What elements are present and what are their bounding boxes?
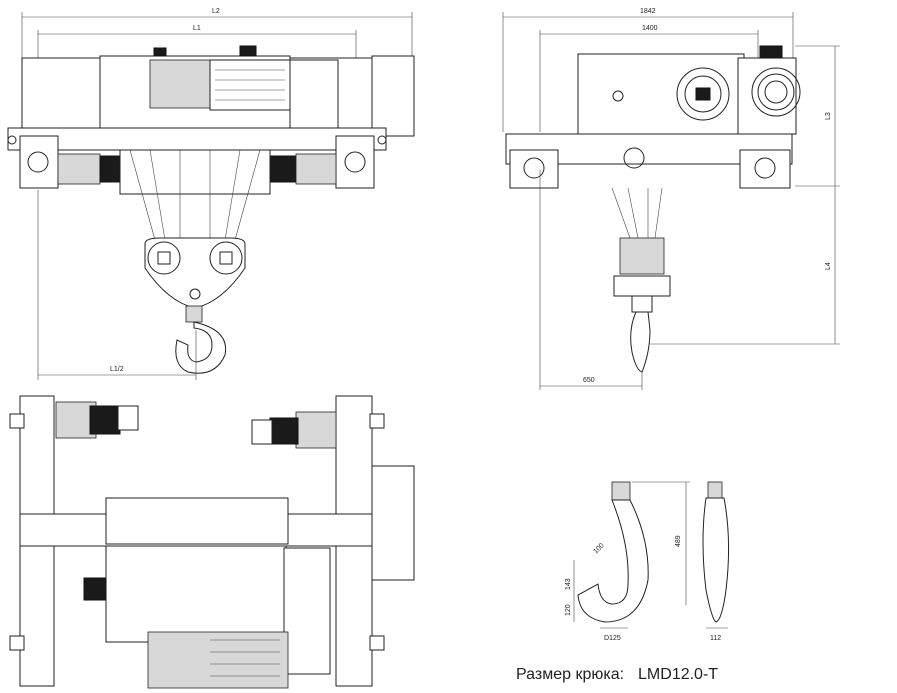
dim-d125: D125 <box>604 635 621 642</box>
hook-size-caption: Размер крюка: LMD12.0-T <box>516 666 718 684</box>
caption-label: Размер крюка: <box>516 666 625 683</box>
side-view: 1842 1400 L3 L4 <box>502 8 840 390</box>
dim-489: 489 <box>675 535 682 547</box>
dim-650: 650 <box>583 377 595 384</box>
dim-120: 120 <box>565 604 572 616</box>
caption-model: LMD12.0-T <box>638 666 719 683</box>
dim-l2: L2 <box>212 8 220 15</box>
dim-l1: L1 <box>193 25 201 32</box>
dim-1842: 1842 <box>640 8 656 15</box>
plan-view <box>9 395 415 689</box>
dim-l4: L4 <box>825 262 832 270</box>
dim-112: 112 <box>710 635 721 642</box>
hook-detail: 489 143 120 D125 100 112 <box>565 481 730 642</box>
dim-100: 100 <box>592 542 605 555</box>
dim-l3: L3 <box>825 112 832 120</box>
dim-143: 143 <box>565 578 572 590</box>
front-view: L2 L1 <box>7 8 415 380</box>
dim-1400: 1400 <box>642 25 658 32</box>
dim-l1-half: L1/2 <box>110 366 124 373</box>
